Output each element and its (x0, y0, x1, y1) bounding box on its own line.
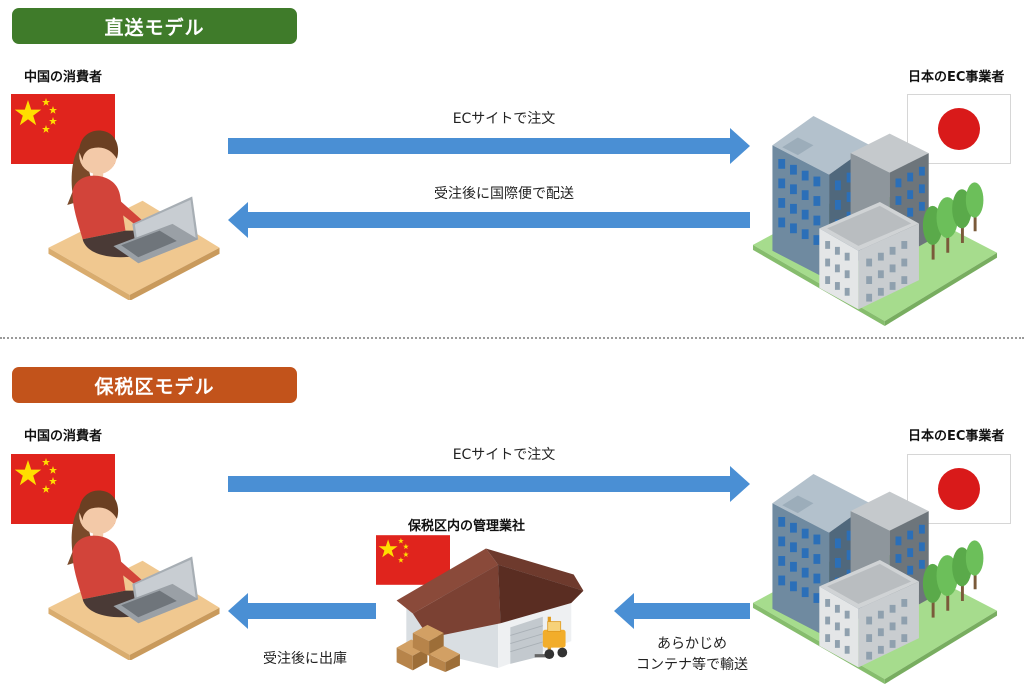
bonded-consumer-illustration (48, 490, 220, 660)
warehouse-label: 保税区内の管理業社 (408, 519, 526, 534)
bonded-ship-arrow (228, 593, 376, 629)
direct-buildings-illustration (752, 116, 998, 326)
section-divider (0, 337, 1024, 339)
direct-business-label: 日本のEC事業者 (908, 70, 1005, 85)
bonded-container-arrow (614, 593, 750, 629)
bonded-business-label: 日本のEC事業者 (908, 429, 1005, 444)
direct-ship-arrow-label: 受注後に国際便で配送 (434, 186, 574, 202)
bonded-model-header: 保税区モデル (12, 367, 297, 403)
direct-consumer-illustration (48, 130, 220, 300)
direct-order-arrow (228, 128, 750, 164)
bonded-buildings-illustration (752, 474, 998, 684)
direct-ship-arrow (228, 202, 750, 238)
bonded-container-arrow-label-line1: あらかじめ (657, 636, 727, 652)
bonded-consumer-label: 中国の消費者 (24, 429, 103, 444)
bonded-ship-arrow-label: 受注後に出庫 (263, 651, 347, 667)
bonded-order-arrow (228, 466, 750, 502)
bonded-order-arrow-label: ECサイトで注文 (452, 447, 556, 463)
direct-consumer-label: 中国の消費者 (24, 70, 103, 85)
bonded-container-arrow-label-line2: コンテナ等で輸送 (636, 657, 748, 673)
warehouse-illustration (396, 548, 584, 672)
direct-model-header: 直送モデル (12, 8, 297, 44)
direct-order-arrow-label: ECサイトで注文 (452, 111, 556, 127)
